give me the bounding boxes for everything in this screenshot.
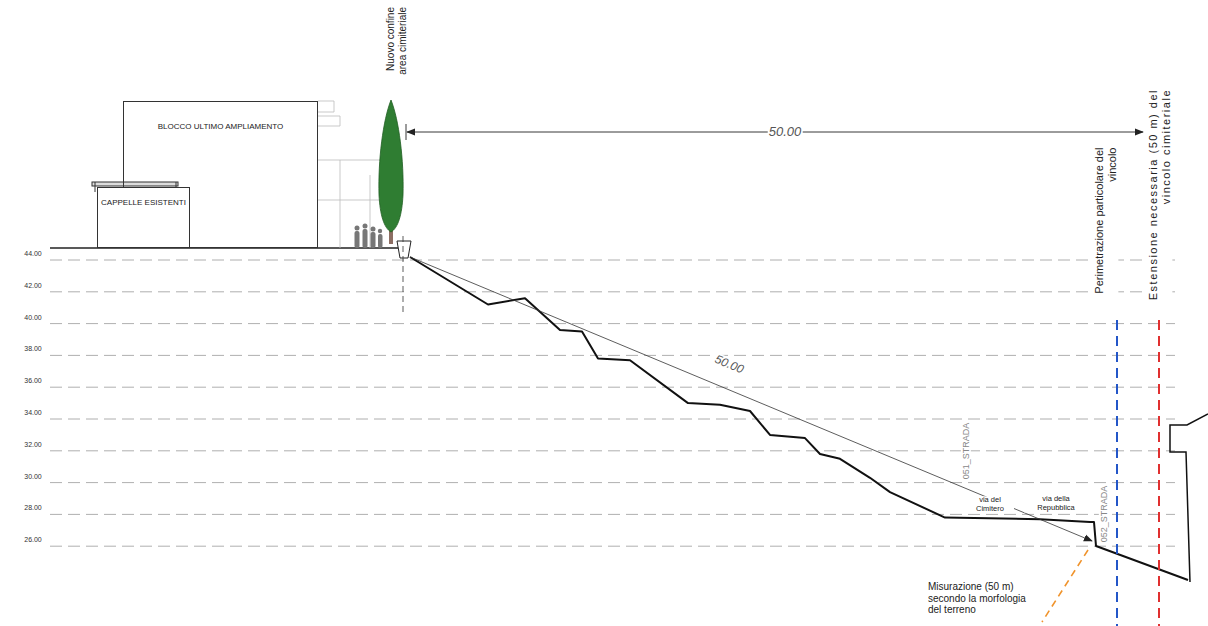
dimension-value: 50.00 xyxy=(768,125,803,140)
elevation-value: 28.00 xyxy=(23,504,43,512)
terrain-profile xyxy=(410,257,1188,580)
slope-measure-line xyxy=(410,257,1092,541)
dimension-value: 50.00 xyxy=(712,352,747,377)
road-name: via della Repubblica xyxy=(1024,495,1088,512)
chapel-box: CAPPELLE ESISTENTI xyxy=(97,187,190,248)
node-label: CAPPELLE ESISTENTI xyxy=(98,198,189,207)
elevation-value: 42.00 xyxy=(23,282,43,290)
dimension-tick xyxy=(406,124,407,140)
elevation-value: 38.00 xyxy=(23,345,43,353)
elevation-value: 26.00 xyxy=(23,536,43,544)
elevation-value: 40.00 xyxy=(23,314,43,322)
road-code: 051_STRADA xyxy=(961,422,971,481)
perimeter-label: Perimetrazione particolare del vincolo xyxy=(1093,147,1118,314)
vincolo-extension-line xyxy=(1158,320,1160,626)
elevation-value: 34.00 xyxy=(23,409,43,417)
measure-note: Misurazione (50 m) secondo la morfologia… xyxy=(927,581,1039,616)
boundary-label: Nuovo confine area cimiteriale xyxy=(385,6,408,94)
elevation-value: 30.00 xyxy=(23,473,43,481)
elevation-value: 36.00 xyxy=(23,377,43,385)
cypress-tree xyxy=(379,100,411,258)
road-name: via del Cimitero xyxy=(966,496,1014,513)
road-code: 052_STRADA xyxy=(1099,485,1109,544)
node-label: BLOCCO ULTIMO AMPLIAMENTO xyxy=(124,122,317,131)
elevation-grid xyxy=(50,260,1175,546)
people-figures xyxy=(179,224,383,249)
leader-line xyxy=(1042,550,1088,622)
elevation-value: 44.00 xyxy=(23,250,43,258)
elevation-value: 32.00 xyxy=(23,441,43,449)
extension-label: Estensione necessaria (50 m) del vincolo… xyxy=(1147,88,1172,312)
vincolo-perimeter-line xyxy=(1116,320,1118,626)
building-outline xyxy=(1170,414,1208,582)
boundary-axis xyxy=(403,236,404,312)
